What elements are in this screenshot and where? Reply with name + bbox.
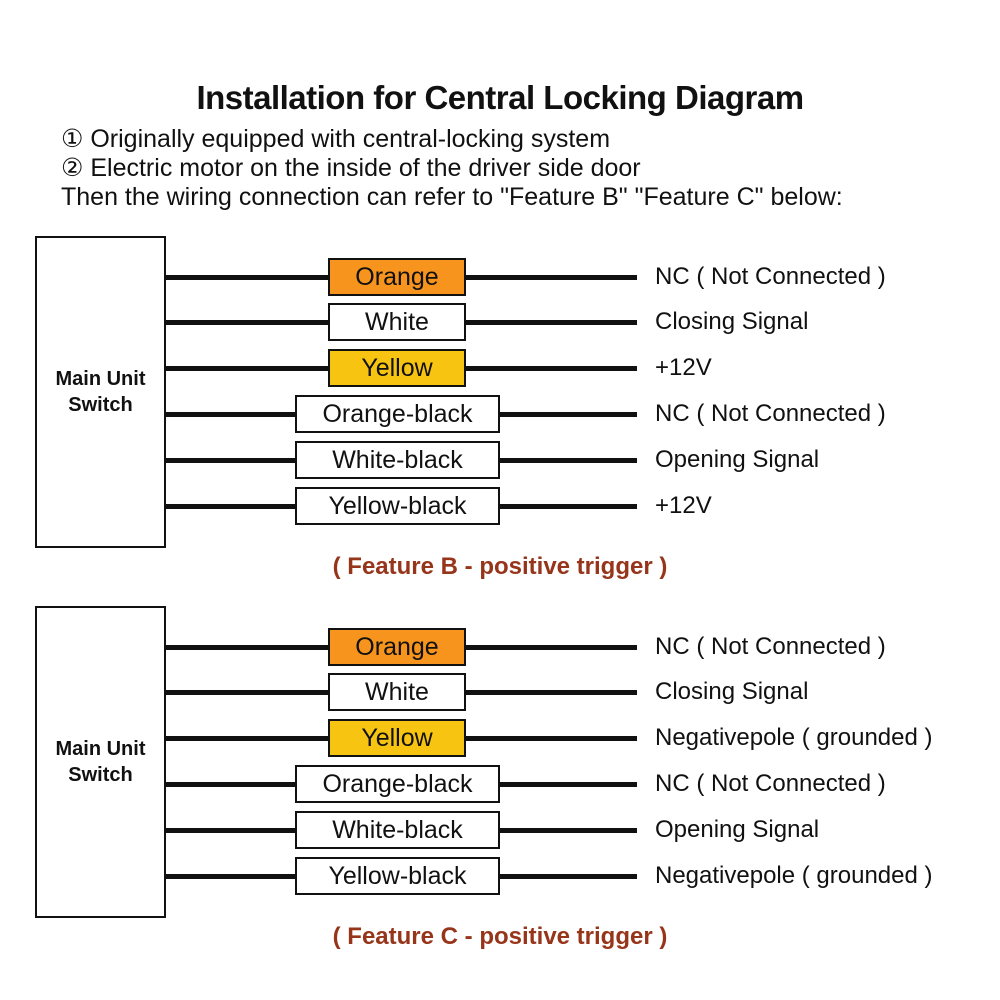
- wire-description: Closing Signal: [655, 678, 809, 705]
- intro-line-2: ② Electric motor on the inside of the dr…: [61, 154, 641, 182]
- wire-color-box: Orange: [328, 628, 466, 666]
- feature-b-diagram: Main Unit Switch Orange White Yellow Ora…: [0, 236, 1000, 588]
- wire-color-box: Orange-black: [295, 765, 500, 803]
- main-unit-switch-box: Main Unit Switch: [35, 606, 166, 918]
- page-title: Installation for Central Locking Diagram: [196, 79, 804, 116]
- wire-description: NC ( Not Connected ): [655, 400, 886, 427]
- main-unit-switch-box: Main Unit Switch: [35, 236, 166, 548]
- wire-description: NC ( Not Connected ): [655, 770, 886, 797]
- wire-description: NC ( Not Connected ): [655, 263, 886, 290]
- wire-color-box: Yellow-black: [295, 487, 500, 525]
- wire-color-box: Orange: [328, 258, 466, 296]
- wire-color-box: Yellow-black: [295, 857, 500, 895]
- wire-description: NC ( Not Connected ): [655, 633, 886, 660]
- wire-color-box: Orange-black: [295, 395, 500, 433]
- wire-color-box: White: [328, 303, 466, 341]
- wire-description: Opening Signal: [655, 446, 820, 473]
- wire-color-box: Yellow: [328, 349, 466, 387]
- feature-b-caption: ( Feature B - positive trigger ): [332, 553, 668, 580]
- intro-text: ① Originally equipped with central-locki…: [61, 125, 843, 212]
- wire-description: Opening Signal: [655, 816, 820, 843]
- feature-c-caption: ( Feature C - positive trigger ): [332, 923, 668, 950]
- wire-description: Negativepole ( grounded ): [655, 724, 933, 751]
- wire-color-box: White-black: [295, 811, 500, 849]
- intro-line-1: ① Originally equipped with central-locki…: [61, 125, 611, 153]
- feature-c-diagram: Main Unit Switch Orange White Yellow Ora…: [0, 606, 1000, 958]
- wire-color-box: Yellow: [328, 719, 466, 757]
- intro-line-3: Then the wiring connection can refer to …: [61, 183, 843, 211]
- wire-color-box: White-black: [295, 441, 500, 479]
- wire-color-box: White: [328, 673, 466, 711]
- wire-description: Closing Signal: [655, 308, 809, 335]
- wire-description: +12V: [655, 354, 712, 381]
- wire-description: +12V: [655, 492, 712, 519]
- wire-description: Negativepole ( grounded ): [655, 862, 933, 889]
